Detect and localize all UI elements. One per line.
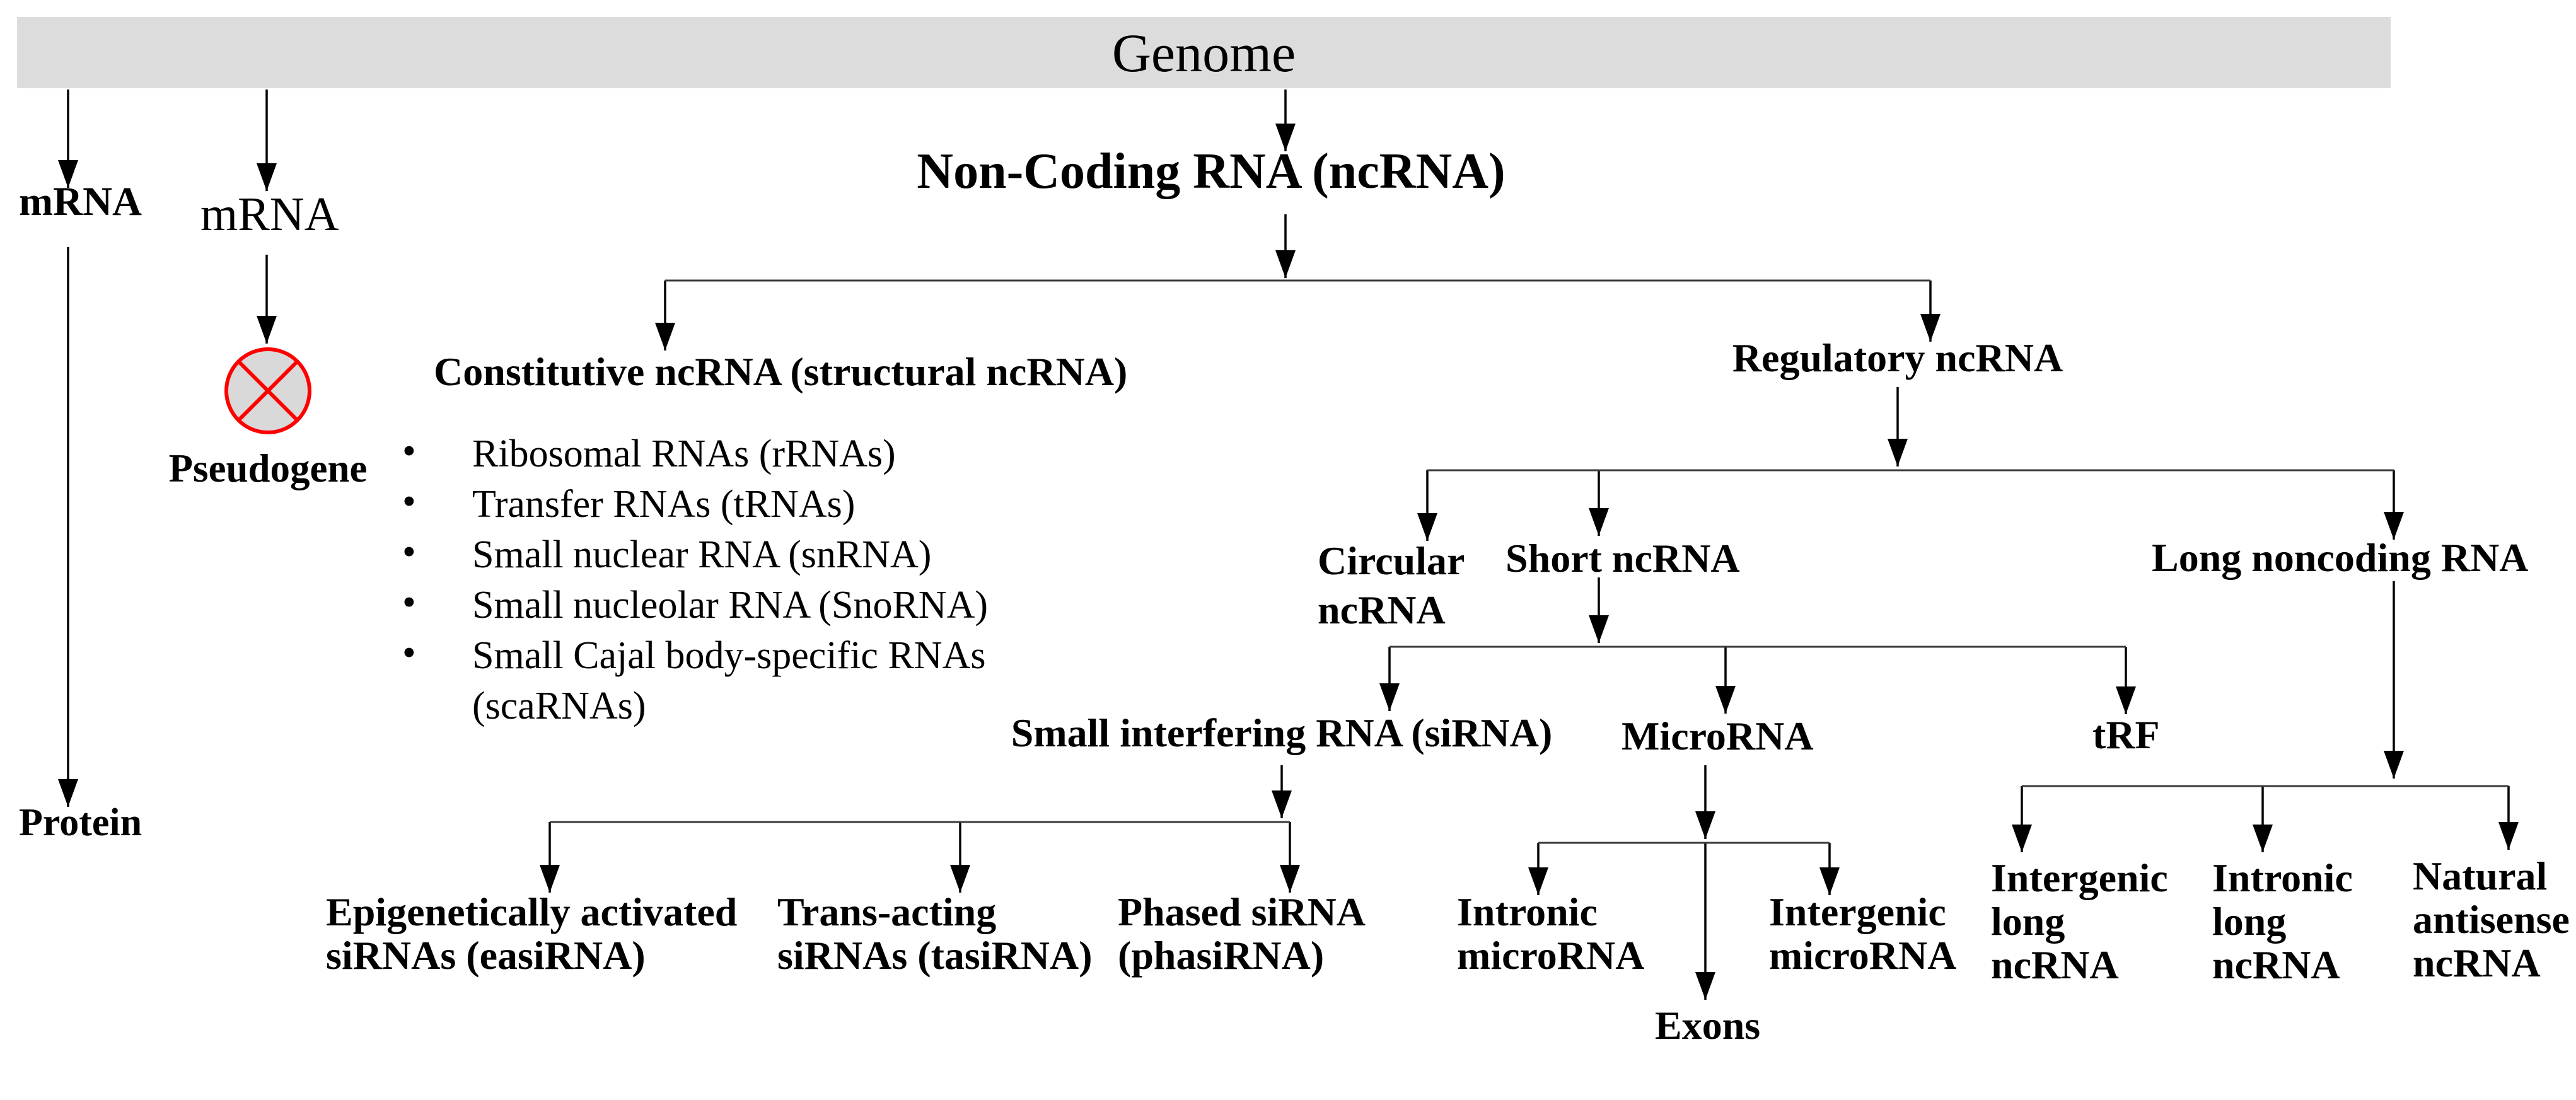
genome-label: Genome [1111,22,1296,83]
list-item-snorna: Small nucleolar RNA (SnoRNA) [397,577,1006,630]
pseudogene-label: Pseudogene [168,446,368,490]
node-natural-antisense-ncrna: Natural antisense ncRNA [2413,854,2570,985]
list-item-snrna: Small nuclear RNA (snRNA) [397,527,1006,580]
node-mrna-1: mRNA [19,179,142,224]
node-exons: Exons [1655,1003,1761,1048]
list-item-scarna: Small Cajal body-specific RNAs (scaRNAs) [397,628,1006,731]
node-intergenic-microrna: Intergenic microRNA [1769,889,1957,978]
node-phasirna: Phased siRNA (phasiRNA) [1118,889,1364,978]
list-item-trna: Transfer RNAs (tRNAs) [397,477,1006,530]
node-trf: tRF [2092,712,2160,757]
node-noncoding-rna-title: Non-Coding RNA (ncRNA) [917,144,1506,199]
pseudogene-crossed-circle-icon [224,347,311,434]
node-mrna-2: mRNA [200,188,339,241]
node-easirna: Epigenetically activated siRNAs (easiRNA… [326,889,738,978]
list-item-rrna: Ribosomal RNAs (rRNAs) [397,426,1006,479]
node-intronic-microrna: Intronic microRNA [1457,889,1645,978]
node-intergenic-long-ncrna: Intergenic long ncRNA [1991,855,2168,987]
node-regulatory-ncrna: Regulatory ncRNA [1732,335,2063,380]
constitutive-list: Ribosomal RNAs (rRNAs) Transfer RNAs (tR… [397,426,1006,731]
node-long-noncoding-rna: Long noncoding RNA [2152,535,2529,580]
node-constitutive-ncrna: Constitutive ncRNA (structural ncRNA) [434,349,1128,394]
node-short-ncrna: Short ncRNA [1506,536,1740,581]
genome-banner: Genome [17,17,2391,88]
node-protein: Protein [19,801,142,844]
node-microrna: MicroRNA [1622,714,1814,758]
node-sirna: Small interfering RNA (siRNA) [1011,710,1553,755]
node-circular-ncrna: Circular ncRNA [1318,538,1465,632]
node-intronic-long-ncrna: Intronic long ncRNA [2212,855,2353,987]
node-tasirna: Trans-acting siRNAs (tasiRNA) [777,889,1093,978]
